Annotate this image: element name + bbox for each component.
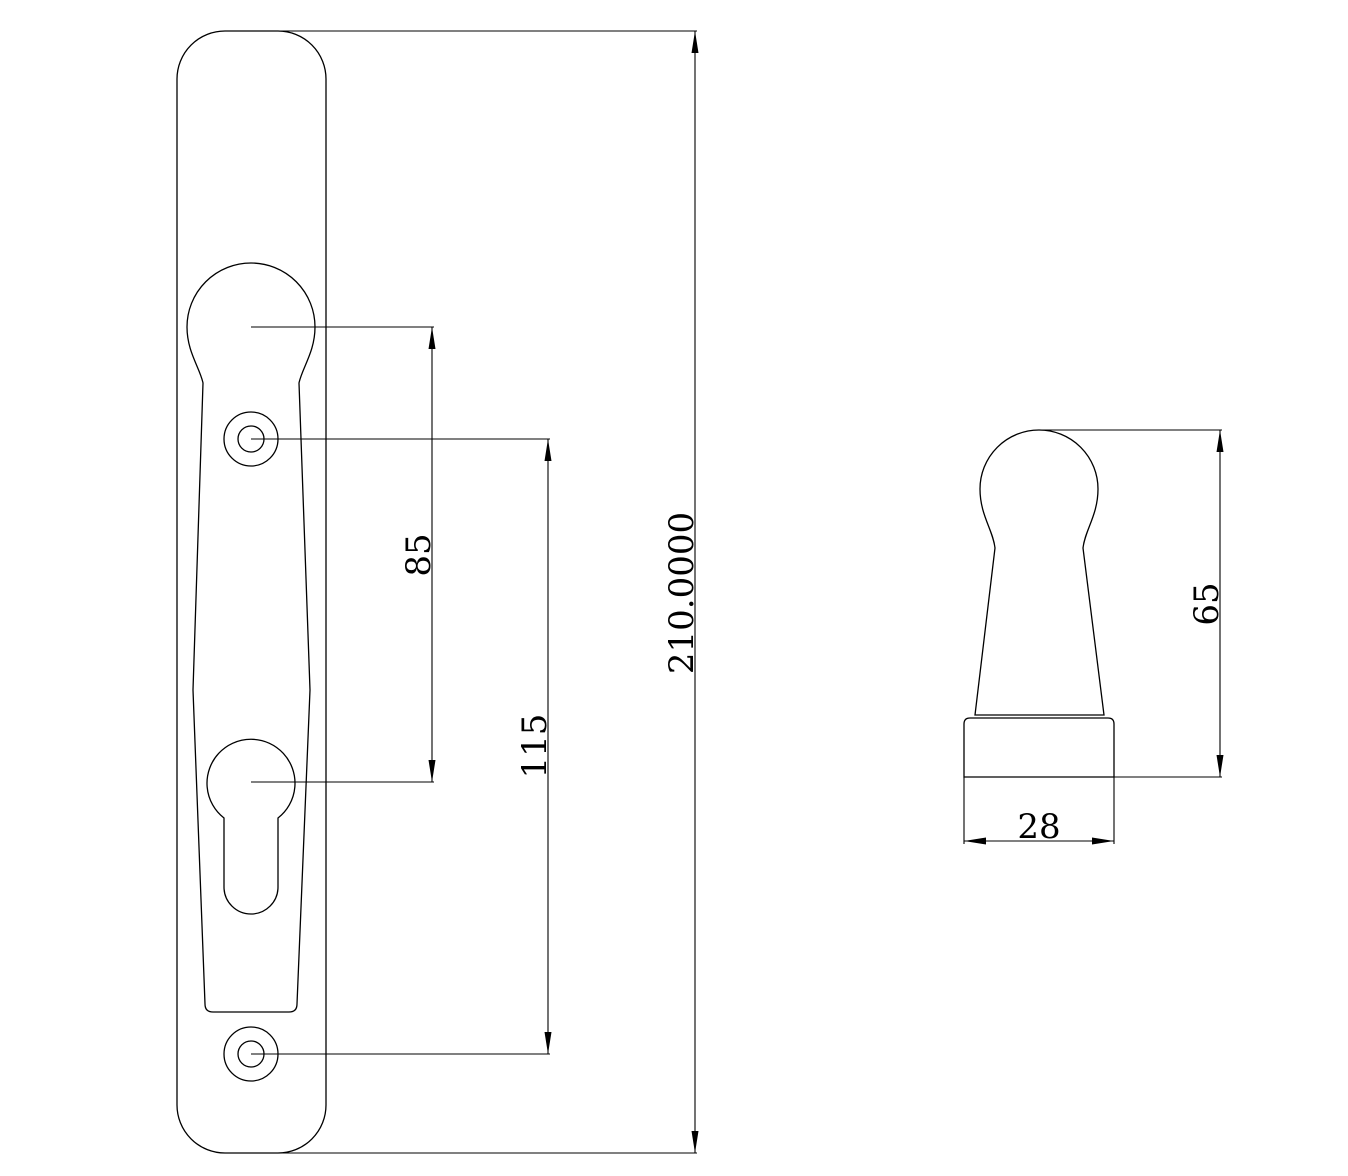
dimension-label-210: 210.0000 [662,512,702,674]
dimension-label-85: 85 [399,533,439,576]
dimension-28: 28 [963,777,1115,847]
handle-rose-profile [186,262,316,1013]
dimension-85: 85 [251,326,439,783]
dimension-210: 210.0000 [251,30,702,1154]
dimension-115: 115 [251,438,555,1055]
dimension-label-28: 28 [1017,807,1060,847]
escutcheon-view [963,429,1115,778]
backplate-view [176,30,327,1154]
backplate-outline [176,30,327,1154]
escutcheon-head-profile [974,429,1105,716]
euro-cylinder-cutout [206,738,296,915]
dimension-65: 65 [964,429,1227,778]
dimension-label-115: 115 [515,714,555,779]
dimension-label-65: 65 [1187,582,1227,625]
escutcheon-base [963,717,1115,778]
